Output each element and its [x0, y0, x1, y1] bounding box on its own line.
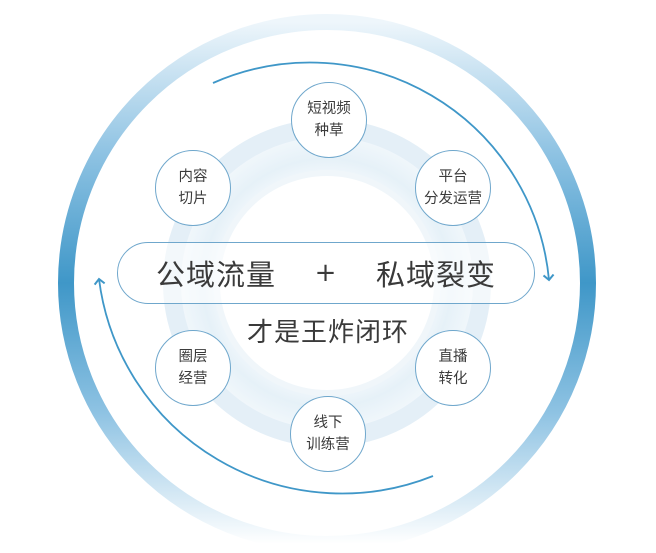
node-label: 内容 切片 [178, 169, 208, 207]
arrow-up-icon [93, 277, 434, 495]
node-label: 直播 转化 [438, 349, 468, 387]
plus-sign: + [314, 258, 338, 288]
node-content: 内容 切片 [155, 150, 231, 226]
node-short-video: 短视频 种草 [291, 82, 367, 158]
node-offline: 线下 训练营 [290, 396, 366, 472]
subtitle: 才是王炸闭环 [246, 318, 409, 348]
node-label: 平台 分发运营 [424, 169, 482, 207]
outer-ring [58, 14, 596, 552]
node-live: 直播 转化 [415, 330, 491, 406]
public-traffic-label: 公域流量 [155, 258, 276, 292]
private-fission-label: 私域裂变 [376, 258, 497, 292]
center-banner: 公域流量 + 私域裂变 [117, 242, 535, 304]
node-label: 短视频 种草 [307, 101, 351, 139]
node-label: 圈层 经营 [178, 349, 208, 387]
node-platform: 平台 分发运营 [415, 150, 491, 226]
node-label: 线下 训练营 [306, 415, 350, 453]
arrow-clockwise-icon [212, 61, 555, 282]
node-circle: 圈层 经营 [155, 330, 231, 406]
